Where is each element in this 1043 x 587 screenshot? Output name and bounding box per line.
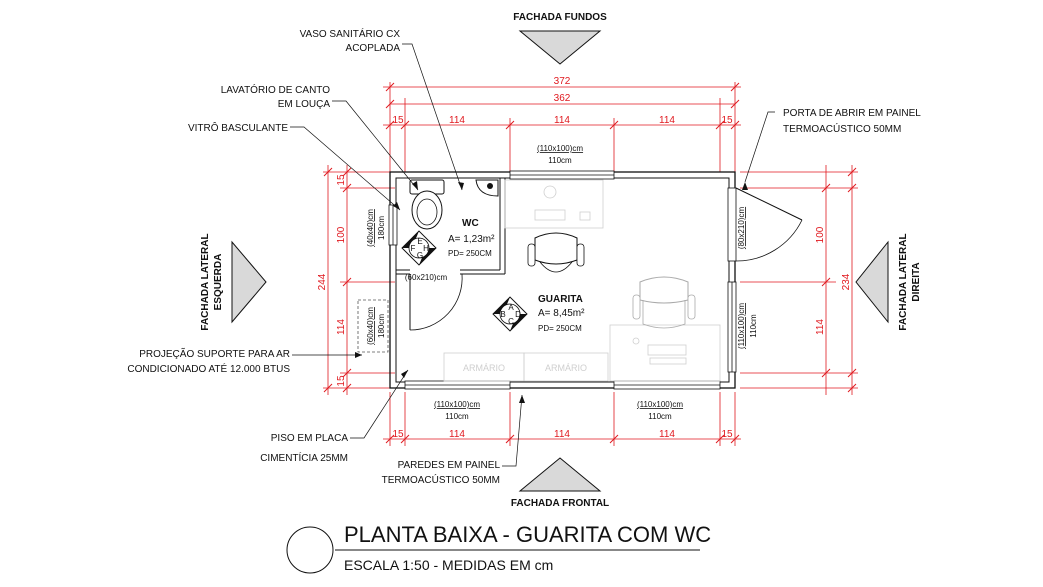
annotation-ac: PROJEÇÃO SUPORTE PARA AR [139, 347, 290, 360]
facade-left-label: ESQUERDA [213, 254, 224, 311]
annotation-toilet: VASO SANITÁRIO CX [300, 27, 401, 40]
wc-room-height: PD= 250CM [448, 249, 492, 258]
dim-top-seg: 114 [659, 115, 675, 126]
bottom-window-size: (110x100)cm [637, 400, 683, 409]
wc-marker-letter: E [417, 237, 422, 246]
dim-right-total: 234 [841, 273, 852, 290]
right-window-sill: 110cm [749, 314, 758, 338]
wc-door [409, 273, 463, 331]
dim-bottom-seg: 114 [449, 429, 465, 440]
facade-right-arrow [855, 240, 889, 324]
guarita-marker-letter: A [508, 303, 514, 312]
dim-left-seg: 100 [336, 226, 347, 243]
wc-room-area: A= 1,23m² [448, 234, 495, 245]
guarita-section-marker [492, 296, 528, 332]
ac-opening-size: (60x40)cm [366, 307, 375, 345]
annotation-sink: EM LOUÇA [278, 99, 331, 110]
dim-top-total: 372 [554, 76, 571, 87]
top-window-size: (110x100)cm [537, 144, 583, 153]
dimension-lines [323, 82, 858, 446]
dim-top-inner: 362 [554, 93, 571, 104]
top-window-sill: 110cm [548, 156, 572, 165]
annotation-toilet: ACOPLADA [346, 43, 401, 54]
dim-bottom-seg: 114 [659, 429, 675, 440]
armario-label: ARMÁRIO [545, 363, 587, 373]
annotation-floor: PISO EM PLACA [271, 433, 349, 444]
dim-bottom-seg: 15 [392, 429, 404, 440]
page-title: PLANTA BAIXA - GUARITA COM WC [344, 522, 711, 547]
facade-right-label: FACHADA LATERAL [898, 233, 909, 330]
annotation-door: PORTA DE ABRIR EM PAINEL [783, 108, 921, 119]
wc-window-sill: 180cm [377, 216, 386, 240]
annotation-walls: PAREDES EM PAINEL [398, 460, 501, 471]
guarita-marker-letter: B [500, 310, 505, 319]
right-window-size: (110x100)cm [737, 303, 746, 349]
leader-lines [290, 43, 775, 467]
wc-marker-letter: G [417, 251, 423, 260]
dim-top-seg: 15 [392, 115, 404, 126]
guarita-marker-letter: C [508, 317, 514, 326]
ac-support-projection [357, 299, 389, 353]
wc-section-marker [401, 230, 437, 266]
wc-marker-letter: H [423, 244, 429, 253]
furniture [443, 179, 721, 382]
facade-left-arrow [231, 240, 267, 324]
annotation-vitro: VITRÔ BASCULANTE [188, 121, 288, 134]
dim-left-seg: 114 [336, 319, 347, 335]
bottom-window-sill: 110cm [445, 412, 469, 421]
scale-note: ESCALA 1:50 - MEDIDAS EM cm [344, 557, 553, 573]
guarita-marker-letter: D [515, 310, 521, 319]
ac-opening-sill: 180cm [377, 314, 386, 338]
wc-room-name: WC [462, 218, 479, 229]
guarita-room-name: GUARITA [538, 294, 583, 305]
annotation-ac: CONDICIONADO ATÉ 12.000 BTUS [127, 362, 290, 375]
dim-left-total: 244 [317, 273, 328, 290]
dim-left-seg: 15 [336, 375, 347, 387]
armario-label: ARMÁRIO [463, 363, 505, 373]
dim-bottom-seg: 15 [721, 429, 733, 440]
bottom-window-size: (110x100)cm [434, 400, 480, 409]
annotation-door: TERMOACÚSTICO 50MM [783, 122, 901, 135]
dim-top-seg: 114 [449, 115, 465, 126]
dim-right-seg: 114 [815, 319, 826, 335]
facade-front-arrow [518, 457, 602, 492]
facade-back-label: FACHADA FUNDOS [513, 12, 607, 23]
toilet-icon [409, 179, 445, 230]
wc-window-size: (40x40)cm [366, 209, 375, 247]
wc-marker-letter: F [411, 244, 416, 253]
corner-sink-icon [475, 179, 499, 197]
facade-back-arrow [518, 30, 602, 65]
facade-left-label: FACHADA LATERAL [200, 233, 211, 330]
wc-door-size: (60x210)cm [405, 273, 448, 282]
bottom-window-sill: 110cm [648, 412, 672, 421]
guarita-room-height: PD= 250CM [538, 324, 582, 333]
dim-left-seg: 15 [336, 174, 347, 186]
dim-top-seg: 114 [554, 115, 570, 126]
facade-right-label: DIREITA [911, 262, 922, 301]
title-circle-icon [286, 526, 334, 574]
dim-right-seg: 100 [815, 226, 826, 243]
leader-arrowheads [355, 181, 748, 403]
entry-door-size: (80x210)cm [737, 207, 746, 250]
annotation-walls: TERMOACÚSTICO 50MM [382, 473, 500, 486]
dim-top-seg: 15 [721, 115, 733, 126]
annotation-floor: CIMENTÍCIA 25MM [260, 451, 348, 464]
dim-bottom-seg: 114 [554, 429, 570, 440]
guarita-room-area: A= 8,45m² [538, 308, 585, 319]
annotation-sink: LAVATÓRIO DE CANTO [221, 83, 330, 96]
entry-door [727, 187, 803, 262]
facade-front-label: FACHADA FRONTAL [511, 498, 609, 509]
